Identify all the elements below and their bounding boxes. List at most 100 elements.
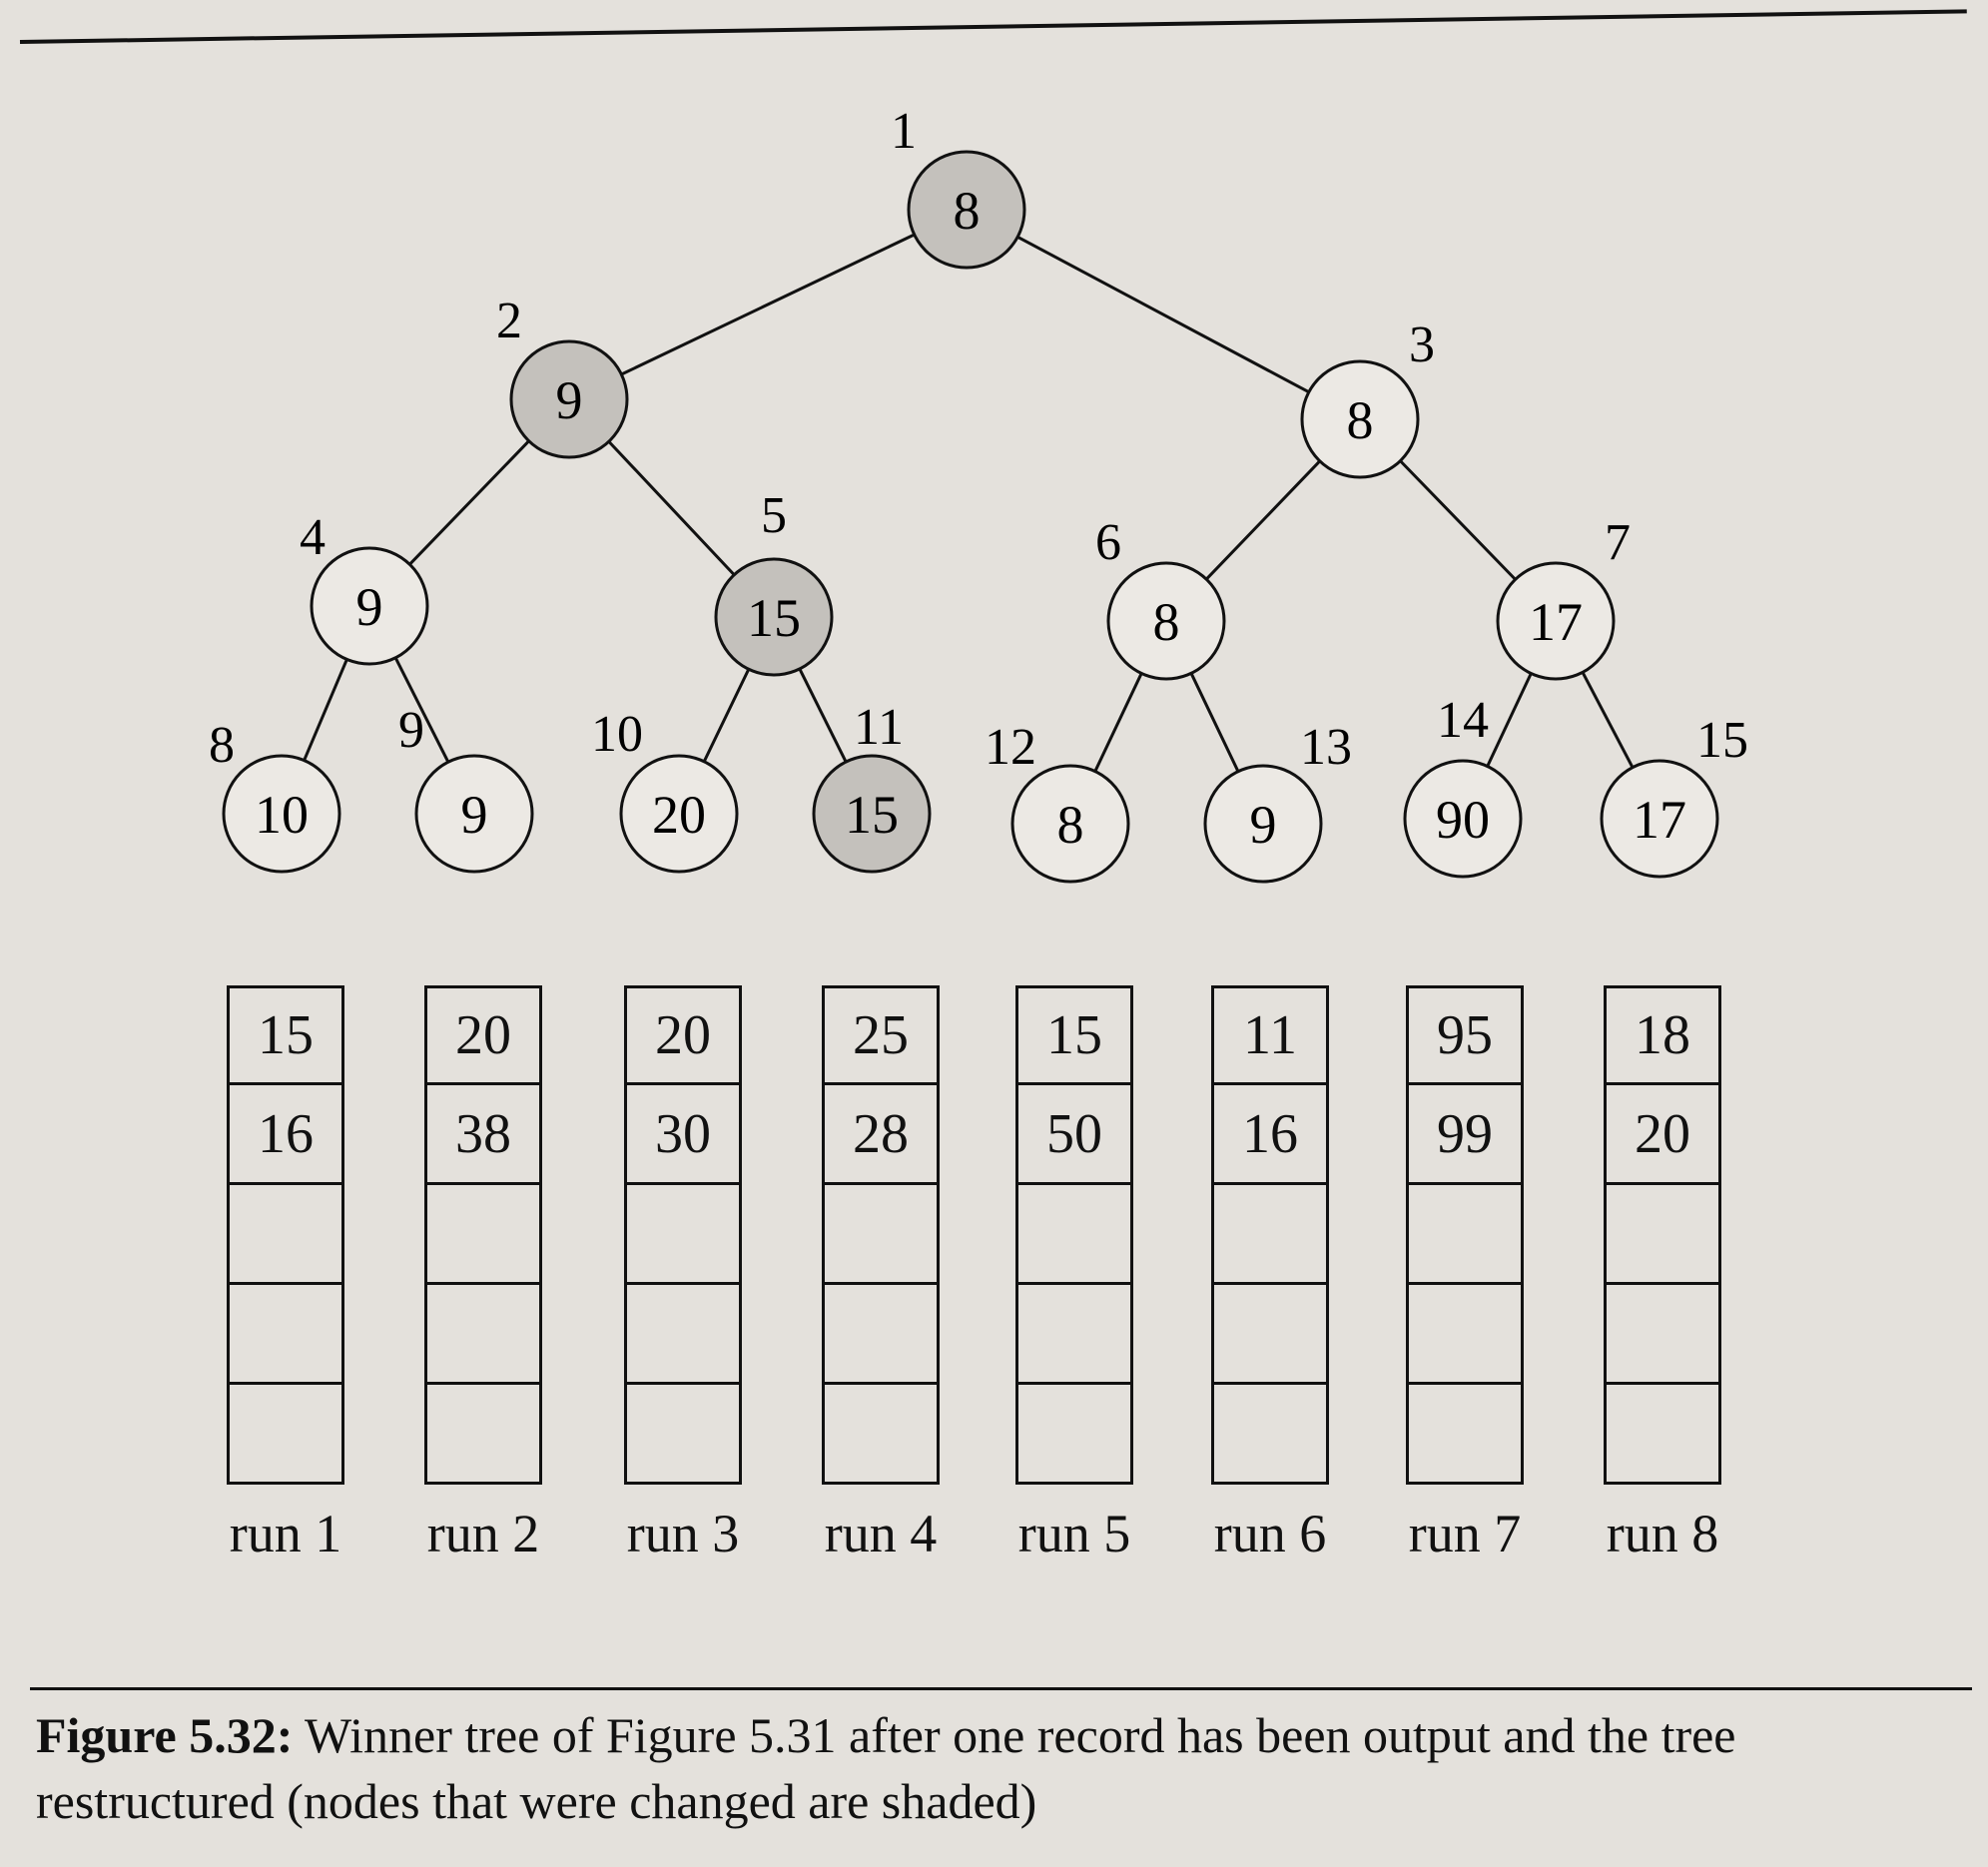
node-value: 9	[1250, 795, 1277, 855]
tree-edge	[1205, 459, 1321, 581]
run-label: run 1	[229, 1504, 342, 1563]
run-cell: 15	[227, 985, 344, 1085]
run-cell: 20	[624, 985, 742, 1085]
tree-node: 83	[1300, 316, 1435, 479]
tree-edge	[1581, 671, 1635, 769]
run-cell	[424, 1185, 542, 1285]
tree-edge	[303, 658, 348, 762]
run-label: run 8	[1606, 1504, 1719, 1563]
node-value: 8	[1057, 795, 1084, 855]
node-value: 9	[356, 577, 383, 637]
tree-node: 99	[398, 702, 534, 874]
shaded-node-circle	[509, 339, 629, 459]
node-circle	[619, 754, 739, 874]
node-circle	[414, 754, 534, 874]
node-value: 8	[1347, 390, 1374, 450]
run-cell	[1211, 1385, 1329, 1485]
run-cell: 16	[1211, 1085, 1329, 1185]
run-cell	[822, 1385, 940, 1485]
node-index-label: 4	[300, 509, 326, 566]
caption-label: Figure 5.32:	[36, 1707, 294, 1763]
winner-tree: 8192839415586177108992010151181291390141…	[209, 103, 1748, 884]
tree-node: 92	[496, 293, 629, 459]
run-cell	[1406, 1385, 1524, 1485]
tree-edge	[1016, 235, 1310, 394]
node-index-label: 6	[1095, 514, 1121, 571]
run-label: run 3	[626, 1504, 740, 1563]
node-circle	[1010, 764, 1130, 884]
tree-node: 86	[1095, 514, 1226, 681]
run-cell: 15	[1015, 985, 1133, 1085]
run-cell	[1015, 1185, 1133, 1285]
tree-edge	[408, 439, 530, 566]
tree-node: 8 12	[985, 719, 1130, 884]
run-cell	[1406, 1185, 1524, 1285]
run-cell	[1604, 1385, 1721, 1485]
node-index-label: 7	[1605, 514, 1631, 571]
node-value: 10	[255, 785, 309, 845]
tree-node: 15 5	[714, 487, 834, 677]
caption-text: Winner tree of Figure 5.31 after one rec…	[36, 1707, 1736, 1829]
run-label: run 2	[426, 1504, 540, 1563]
node-index-label: 13	[1300, 719, 1352, 776]
node-value: 90	[1436, 790, 1490, 850]
node-value: 9	[461, 785, 488, 845]
run-cell: 20	[424, 985, 542, 1085]
run-label: run 4	[824, 1504, 938, 1563]
node-index-label: 2	[496, 293, 522, 349]
run-cell	[624, 1185, 742, 1285]
node-value: 8	[1153, 592, 1180, 652]
node-index-label: 10	[591, 706, 643, 763]
run-cell	[1015, 1385, 1133, 1485]
tree-node: 94	[300, 509, 429, 666]
run-cell	[1604, 1285, 1721, 1385]
run-cell	[1211, 1185, 1329, 1285]
tree-edge	[1189, 672, 1240, 773]
node-circle	[1496, 561, 1616, 681]
node-circle	[222, 754, 341, 874]
shaded-node-circle	[714, 557, 834, 677]
tree-edge	[620, 233, 916, 376]
run-cell	[1015, 1285, 1133, 1385]
tree-node: 9 13	[1203, 719, 1352, 884]
node-circle	[1403, 759, 1523, 879]
node-index-label: 15	[1696, 712, 1748, 769]
run-cell: 30	[624, 1085, 742, 1185]
node-index-label: 12	[985, 719, 1036, 776]
node-value: 17	[1529, 592, 1583, 652]
tree-edge	[702, 668, 751, 763]
node-value: 8	[954, 181, 981, 241]
run-label: run 7	[1408, 1504, 1522, 1563]
run-cell	[1211, 1285, 1329, 1385]
run-cell	[624, 1285, 742, 1385]
tree-edge	[1093, 672, 1143, 773]
run-cell: 16	[227, 1085, 344, 1185]
run-cell	[227, 1285, 344, 1385]
node-value: 15	[747, 588, 801, 648]
run-label: run 6	[1213, 1504, 1327, 1563]
run-cell	[822, 1185, 940, 1285]
tree-edge	[1399, 459, 1517, 581]
node-circle	[1203, 764, 1323, 884]
shaded-node-circle	[907, 150, 1026, 270]
tree-node: 17 7	[1496, 514, 1631, 681]
node-circle	[1106, 561, 1226, 681]
node-index-label: 5	[761, 487, 787, 544]
node-index-label: 1	[891, 103, 917, 160]
tree-node: 108	[209, 717, 341, 874]
run-cell: 18	[1604, 985, 1721, 1085]
tree-edge	[607, 440, 736, 576]
tree-node: 81	[891, 103, 1026, 270]
run-cell: 95	[1406, 985, 1524, 1085]
run-cell: 50	[1015, 1085, 1133, 1185]
